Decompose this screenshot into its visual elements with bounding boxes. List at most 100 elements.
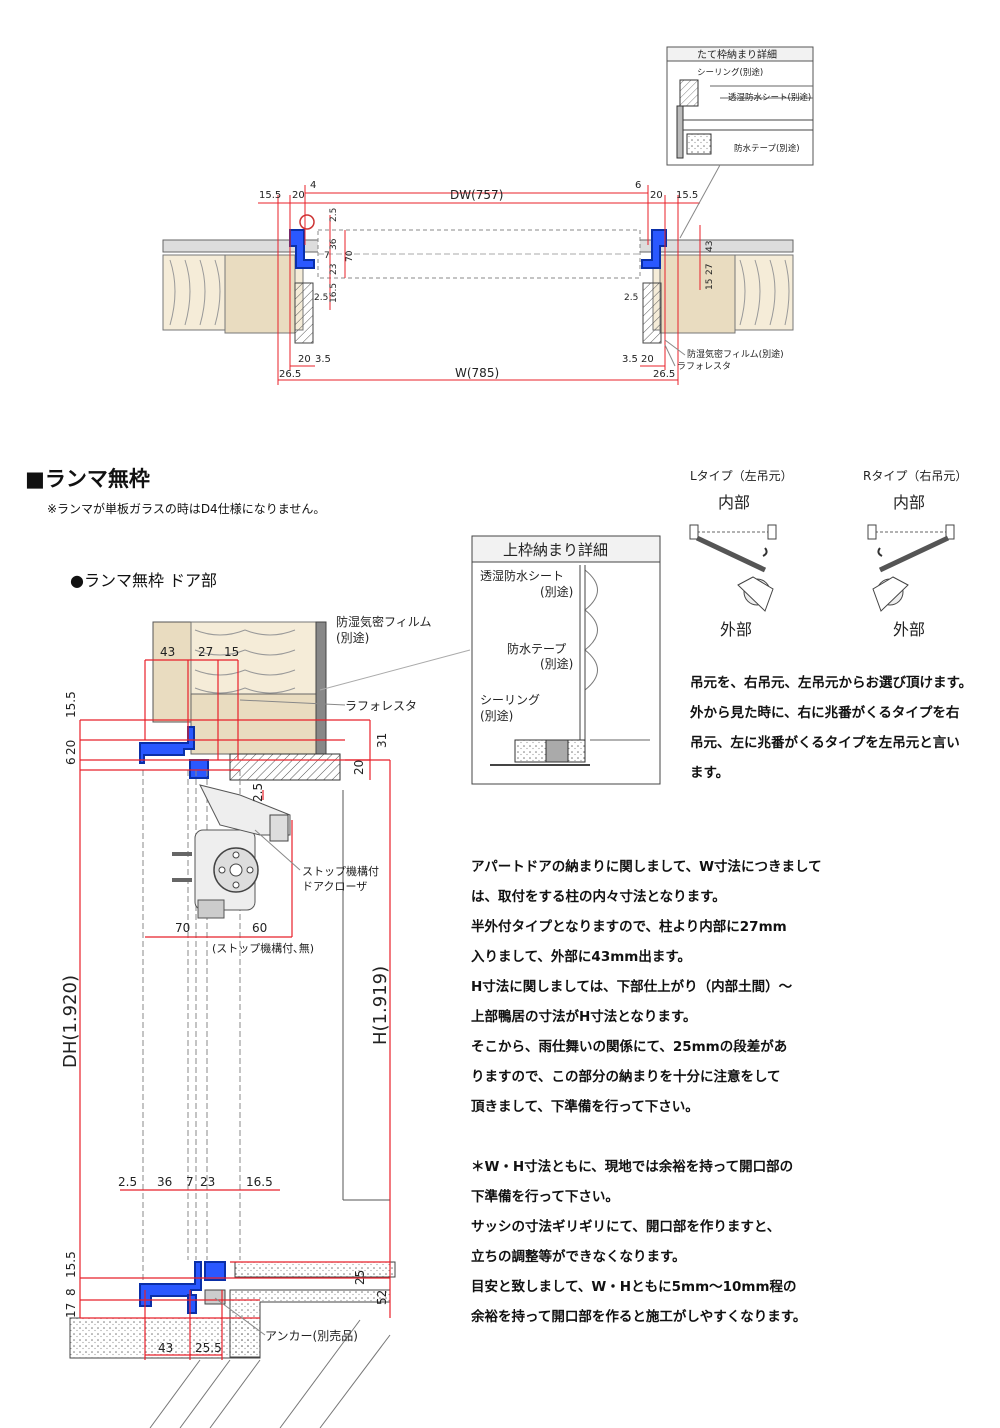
sub-title: ●ランマ無枠 ドア部 bbox=[70, 571, 218, 590]
sec-dim-70: 70 bbox=[175, 921, 190, 935]
plan-dim-bottom-0: 26.5 bbox=[279, 369, 301, 380]
explanation-line: 入りまして、外部に43mm出ます。 bbox=[471, 949, 691, 965]
hinge-desc-line: ます。 bbox=[690, 765, 730, 781]
hinge-r-type: Rタイプ（右吊元） 内部 外部 bbox=[863, 468, 967, 639]
plan-dim-bottom-3: 3.5 bbox=[622, 354, 638, 365]
l-inside-label: 内部 bbox=[718, 493, 750, 512]
hinge-desc-line: 吊元を、右吊元、左吊元からお選び頂けます。 bbox=[690, 675, 973, 691]
head-frame-profile bbox=[139, 726, 195, 764]
explanation-line: 上部鴨居の寸法がH寸法となります。 bbox=[471, 1009, 697, 1025]
explanation-line: アパートドアの納まりに関しまして、W寸法につきまして bbox=[471, 859, 822, 875]
sec-dim-top-0: 43 bbox=[160, 645, 175, 659]
mid-dim-2: 7 bbox=[186, 1175, 194, 1189]
explanation-line: 半外付タイプとなりますので、柱より内部に27mm bbox=[471, 919, 787, 935]
plan-dim-right-2: 15 bbox=[705, 279, 715, 290]
detail-label-0: シーリング(別途) bbox=[697, 67, 763, 78]
explanation-line: H寸法に関しましては、下部仕上がり（内部土間）～ bbox=[471, 979, 793, 995]
plan-dim-left-3: 70 bbox=[345, 250, 355, 262]
plan-dim-top-5: 15.5 bbox=[676, 190, 698, 201]
door-leaf bbox=[317, 229, 641, 279]
explanation-line: 目安と致しまして、W・Hともに5mm～10mm程の bbox=[471, 1279, 797, 1295]
hinge-description: 吊元を、右吊元、左吊元からお選び頂けます。 外から見た時に、右に兆番がくるタイプ… bbox=[690, 668, 990, 788]
explanation-line: 立ちの調整等ができなくなります。 bbox=[471, 1249, 686, 1265]
detail-title: たて枠納まり詳細 bbox=[697, 48, 777, 61]
vertical-frame-detail: たて枠納まり詳細 シーリング(別途) 透湿防水シート(別途) 防水テープ(別途) bbox=[666, 46, 814, 239]
plan-dim-left-6: 2.5 bbox=[314, 293, 328, 303]
hinge-desc-line: 吊元、左に兆番がくるタイプを左吊元と言い bbox=[690, 735, 960, 751]
explanation-line: 頂きまして、下準備を行って下さい。 bbox=[471, 1099, 699, 1115]
right-frame-profile bbox=[641, 229, 667, 269]
stop-label: (ストップ機構付､無) bbox=[212, 941, 314, 955]
seal-marker-icon bbox=[299, 214, 315, 230]
detail-label-2: 防水テープ(別途) bbox=[734, 143, 800, 154]
bottom-left-1: 8 bbox=[64, 1288, 78, 1296]
plan-dim-bottom-4: 20 bbox=[641, 354, 654, 365]
sill-frame-profile bbox=[139, 1261, 202, 1307]
mid-dim-1: 36 bbox=[157, 1175, 172, 1189]
sec-lafore-label: ラフォレスタ bbox=[345, 699, 417, 713]
plan-lafore-label: ラフォレスタ bbox=[677, 361, 731, 372]
section-title: ■ランマ無枠 bbox=[25, 467, 150, 491]
sec-dim-left-1: 6 bbox=[64, 757, 78, 765]
left-frame-profile bbox=[289, 229, 315, 269]
sec-dim-left-2: 20 bbox=[64, 740, 78, 755]
plan-dim-bottom-1: 20 bbox=[298, 354, 311, 365]
top-detail-label-3: (別途) bbox=[540, 656, 573, 671]
plan-dim-right-0: 43 bbox=[705, 241, 715, 252]
plan-dim-bottom-5: 26.5 bbox=[653, 369, 675, 380]
top-detail-label-0: 透湿防水シート bbox=[480, 568, 564, 583]
plan-dim-top-2: 4 bbox=[310, 180, 316, 191]
sec-film-label-1: (別途) bbox=[336, 630, 369, 645]
r-outside-label: 外部 bbox=[893, 620, 925, 639]
explanation-blank bbox=[471, 1122, 991, 1152]
left-casing bbox=[294, 282, 314, 344]
bottom-left-2: 17 bbox=[64, 1303, 78, 1318]
bottom-dim-1: 25.5 bbox=[195, 1341, 222, 1355]
plan-dim-left-0: 2.5 bbox=[329, 208, 339, 222]
hinge-l-type: Lタイプ（左吊元） 内部 外部 bbox=[689, 468, 793, 639]
l-type-title: Lタイプ（左吊元） bbox=[690, 468, 793, 483]
plan-w-label: W(785) bbox=[455, 366, 499, 380]
plan-dim-left-5: 16.5 bbox=[329, 283, 339, 303]
sec-dim-top-1: 27 bbox=[198, 645, 213, 659]
top-post bbox=[152, 621, 192, 723]
sec-dim-right-0: 31 bbox=[375, 733, 389, 748]
sec-dim-right-1: 20 bbox=[352, 760, 366, 775]
top-detail-label-4: シーリング bbox=[480, 693, 540, 707]
detail-label-1: 透湿防水シート(別途) bbox=[728, 92, 811, 103]
hinge-desc-line: 外から見た時に、右に兆番がくるタイプを右 bbox=[690, 705, 960, 721]
top-detail-title: 上枠納まり詳細 bbox=[503, 541, 608, 559]
explanation-line: 下準備を行って下さい。 bbox=[471, 1189, 619, 1205]
mid-dim-4: 16.5 bbox=[246, 1175, 273, 1189]
sec-dim-top-2: 15 bbox=[224, 645, 239, 659]
anchor-icon bbox=[204, 1289, 226, 1305]
dh-label: DH(1.920) bbox=[60, 975, 81, 1068]
closer-label-1: ドアクローザ bbox=[302, 880, 367, 893]
floor-slab bbox=[69, 1317, 261, 1359]
top-beam bbox=[190, 693, 319, 755]
explanation-line: は、取付をする柱の内々寸法となります。 bbox=[471, 889, 726, 905]
closer-label-0: ストップ機構付 bbox=[302, 864, 379, 878]
mid-dim-0: 2.5 bbox=[118, 1175, 137, 1189]
bottom-right-0: 25 bbox=[353, 1270, 367, 1285]
bottom-left-0: 15.5 bbox=[64, 1251, 78, 1278]
anchor-label: アンカー(別売品) bbox=[265, 1328, 358, 1343]
l-outside-label: 外部 bbox=[720, 620, 752, 639]
door-closer-icon bbox=[172, 784, 291, 919]
plan-dim-bottom-2: 3.5 bbox=[315, 354, 331, 365]
left-stud bbox=[224, 254, 296, 334]
top-casing bbox=[229, 753, 341, 781]
right-casing bbox=[642, 282, 662, 344]
top-detail-label-1: (別途) bbox=[540, 584, 573, 599]
explanation-line: りますので、この部分の納まりを十分に注意をして bbox=[471, 1069, 781, 1085]
plan-dim-top-3: 6 bbox=[635, 180, 641, 191]
plan-section-drawing: 15.5 20 4 6 20 15.5 DW(757) 2.5 7 36 70 … bbox=[162, 46, 814, 385]
h-label: H(1.919) bbox=[370, 966, 391, 1045]
plan-dim-left-1: 7 bbox=[324, 251, 330, 261]
sec-dim-60: 60 bbox=[252, 921, 267, 935]
mid-dim-3: 23 bbox=[200, 1175, 215, 1189]
plan-dim-right-1: 27 bbox=[705, 264, 715, 275]
top-insulation bbox=[190, 621, 317, 695]
explanation-line: サッシの寸法ギリギリにて、開口部を作りますと、 bbox=[471, 1219, 781, 1235]
sec-dim-25: 2.5 bbox=[251, 783, 265, 802]
